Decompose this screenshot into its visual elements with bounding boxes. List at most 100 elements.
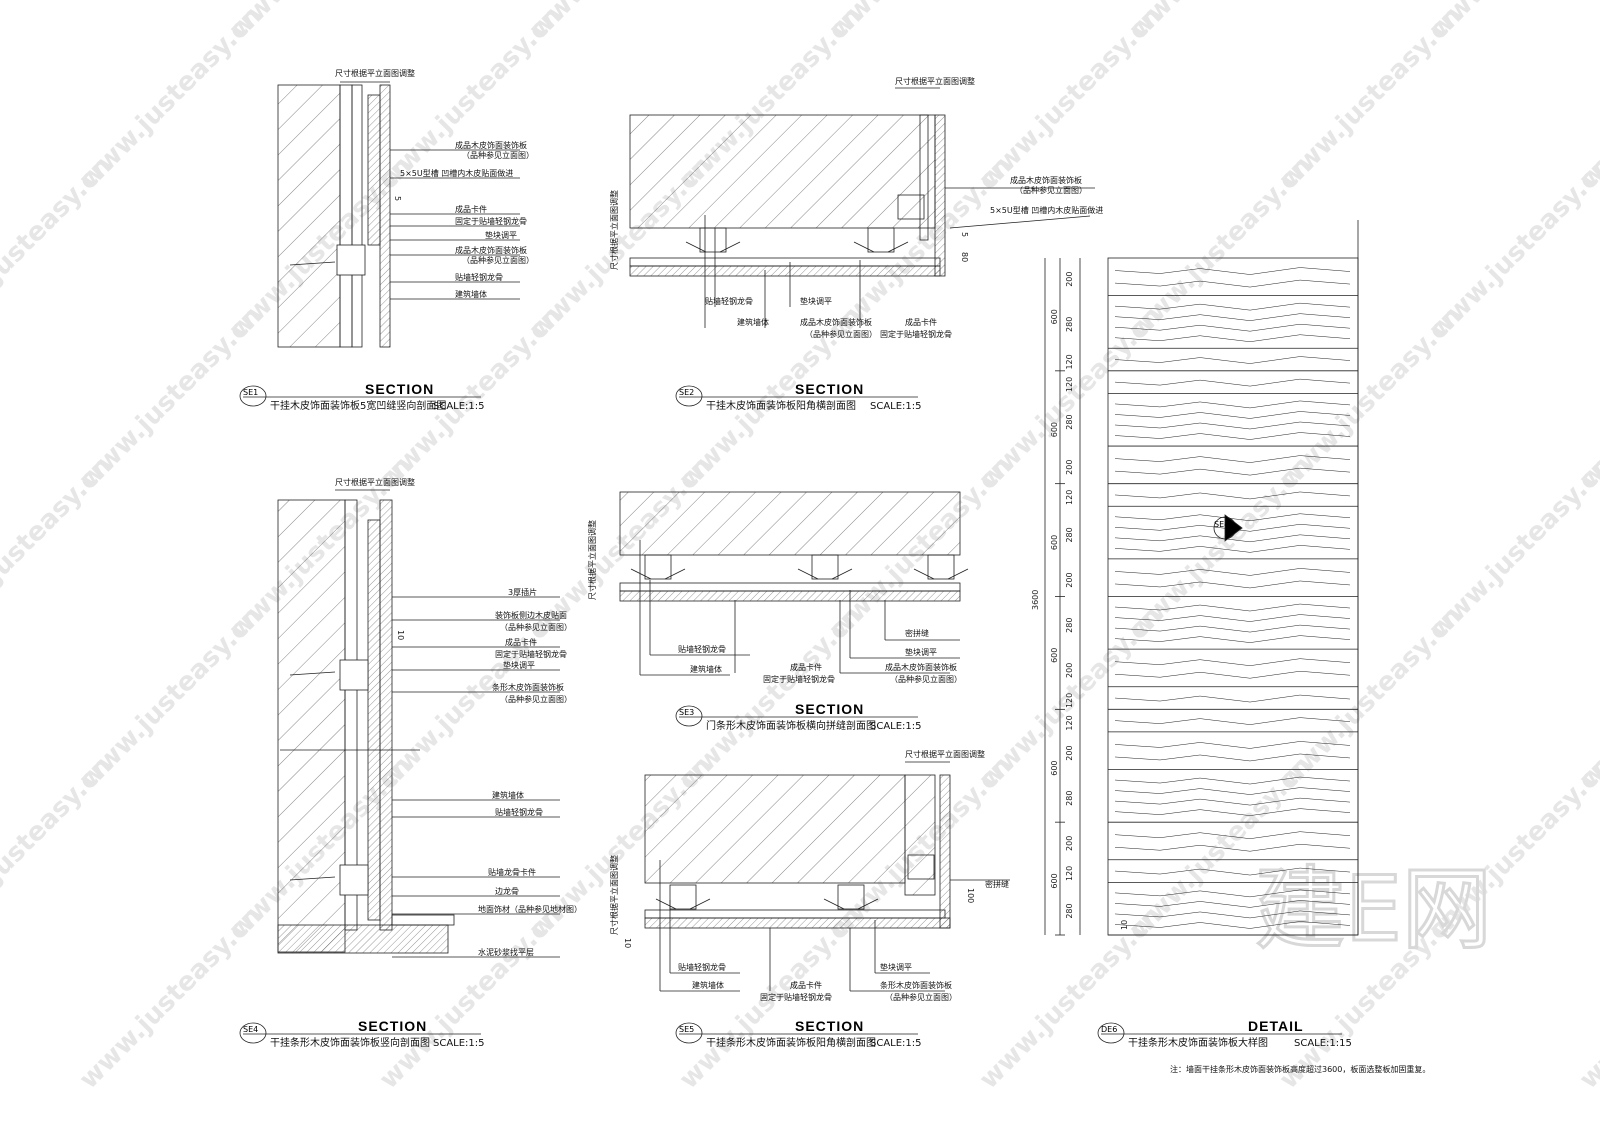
drawing-caption: 干挂条形木皮饰面装饰板大样图 [1128, 1036, 1268, 1049]
dimension-value: 600 [1050, 535, 1059, 550]
drawing-scale: SCALE:1:5 [870, 1038, 922, 1049]
section-se5-label: 成品卡件 [790, 980, 822, 990]
steel-stud [867, 227, 895, 253]
wood-grain-line [1114, 313, 1351, 321]
section-se4-label: 成品卡件 [505, 637, 537, 647]
drawing-id: SE4 [243, 1025, 258, 1034]
section-se1-label: 5×5U型槽 凹槽内木皮贴面做进 [400, 168, 513, 178]
steel-stud [927, 554, 955, 580]
dimension-value: 120 [1065, 693, 1074, 708]
section-se4-label: 地面饰材（品种参见地材图） [478, 904, 582, 914]
wood-grain-line [1114, 867, 1351, 876]
dimension-value: 200 [1065, 663, 1074, 678]
section-se3-label: 成品卡件 [790, 662, 822, 672]
section-marker-label: SE4 [1214, 520, 1229, 529]
panel-edge [367, 94, 381, 246]
dimension-note: 尺寸根据平立面图调整 [335, 477, 415, 487]
wood-veneer-panel [379, 84, 391, 348]
geometry-layer [239, 81, 1359, 1044]
wood-grain-line [1114, 378, 1351, 387]
clip [947, 568, 969, 580]
section-se3-label: 贴墙轻钢龙骨 [678, 644, 726, 654]
wood-grain-line [1114, 831, 1351, 839]
dimension-value: 200 [1065, 460, 1074, 475]
wood-grain-line [1114, 635, 1351, 643]
wood-grain-line [1114, 776, 1351, 785]
drawing-id: SE3 [679, 708, 694, 717]
wood-grain-line [1114, 658, 1351, 666]
section-se4-label: 边龙骨 [495, 886, 519, 896]
drawing-heading: SECTION [795, 1018, 864, 1034]
section-arrow-icon [1224, 514, 1243, 542]
watermark-text: www.justeasy.cn [0, 0, 118, 45]
section-se2-label: 垫块调平 [800, 296, 832, 306]
anchor-bolt [289, 671, 336, 676]
corner-panel [934, 114, 946, 277]
watermark-logo: 建E网 [1255, 857, 1492, 962]
building-wall [277, 84, 341, 348]
dimension-value: 120 [1065, 354, 1074, 369]
clip [913, 568, 935, 580]
drawing-scale: SCALE:1:5 [433, 1038, 485, 1049]
drawing-tag-circle [1097, 1022, 1125, 1044]
wood-grain-line [1114, 808, 1351, 816]
section-se1-label: （品种参见立面图） [462, 255, 534, 265]
dimension-value: 3600 [1031, 590, 1040, 610]
wood-grain-line [1114, 670, 1351, 679]
dimension-value: 80 [960, 252, 969, 262]
dimension-value: 280 [1065, 317, 1074, 332]
wood-grain-line [1114, 421, 1351, 430]
wood-veneer-panel [644, 917, 951, 929]
drawing-id: SE1 [243, 388, 258, 397]
section-se2-label: 固定于贴墙轻钢龙骨 [880, 329, 952, 339]
dimension-value: 280 [1065, 414, 1074, 429]
section-se2-label: 成品木皮饰面装饰板 [800, 317, 872, 327]
wood-grain-line [1114, 580, 1351, 589]
dimension-note: 尺寸根据平立面图调整 [609, 855, 619, 935]
clip [655, 898, 677, 910]
dimension-note: 尺寸根据平立面图调整 [609, 190, 619, 270]
clip [797, 568, 819, 580]
section-se4-label: 贴墙轻钢龙骨 [495, 807, 543, 817]
watermark-text: www.justeasy.cn [0, 451, 118, 645]
wood-grain-line [1114, 787, 1351, 795]
wood-grain-line [1114, 432, 1351, 440]
gap [351, 84, 363, 348]
section-se5-label: 条形木皮饰面装饰板 [880, 980, 952, 990]
building-wall [644, 774, 906, 884]
dimension-value: 600 [1050, 309, 1059, 324]
drawing-tag-circle [239, 385, 267, 407]
clip [719, 241, 741, 253]
section-se3-label: 成品木皮饰面装饰板 [885, 662, 957, 672]
wood-grain-line [1114, 717, 1351, 725]
wood-veneer-panel [379, 499, 393, 931]
dimension-value: 600 [1050, 422, 1059, 437]
dimension-value: 200 [1065, 745, 1074, 760]
wood-grain-line [1114, 889, 1351, 898]
clip [857, 898, 879, 910]
dimension-value: 600 [1050, 873, 1059, 888]
dimension-value: 120 [1065, 866, 1074, 881]
wood-grain-line [1114, 411, 1351, 419]
section-se1-label: 成品卡件 [455, 204, 487, 214]
drawing-heading: SECTION [795, 701, 864, 717]
building-wall [629, 114, 936, 229]
drawing-id: SE2 [679, 388, 694, 397]
wood-grain-line [1114, 900, 1351, 908]
corner-panel [939, 774, 951, 929]
drawing-heading: SECTION [365, 381, 434, 397]
dimension-value: 10 [1120, 920, 1129, 930]
wood-veneer-panel [629, 265, 941, 277]
steel-stud [897, 194, 925, 220]
drawing-id: DE6 [1101, 1025, 1117, 1034]
drawing-caption: 干挂木皮饰面装饰板阳角横剖面图 [706, 399, 856, 412]
section-se5-label: （品种参见立面图） [885, 992, 957, 1002]
section-se2-label: （品种参见立面图） [805, 329, 877, 339]
clip [853, 241, 875, 253]
wood-grain-line [1114, 302, 1351, 311]
wood-grain-line [1114, 910, 1351, 919]
section-se4-label: 3厚插片 [508, 587, 537, 597]
section-se1-label: 贴墙轻钢龙骨 [455, 272, 503, 282]
